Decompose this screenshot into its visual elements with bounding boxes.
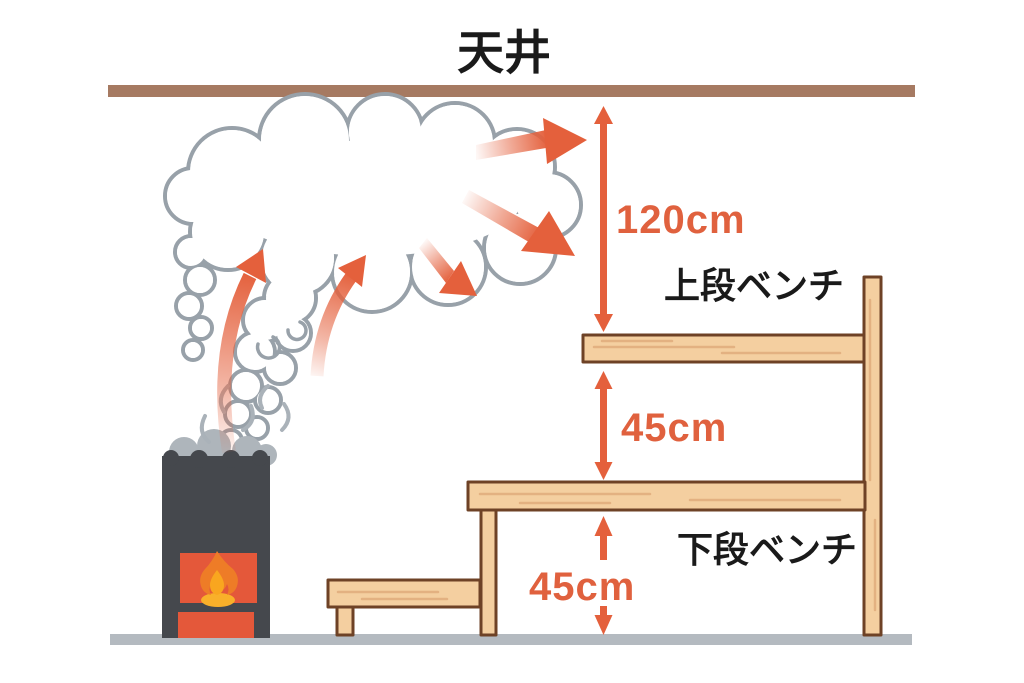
sauna-stove-icon: [162, 384, 291, 638]
step-bench-leg: [335, 605, 355, 637]
measurement-45cm-upper: 45cm: [621, 406, 727, 450]
fire-glow: [201, 593, 235, 607]
bench-back-post: [862, 275, 883, 637]
heat-flow-arrow-down-right: [462, 190, 575, 256]
stove-body: [162, 456, 270, 638]
flame-inner: [210, 570, 224, 595]
ash-drawer: [178, 612, 254, 638]
heat-flow-arrow-rising-right: [310, 255, 366, 377]
bench-structure: [326, 275, 883, 637]
heat-flow-arrow-rising-left: [217, 249, 266, 454]
lower-bench-leg: [479, 508, 498, 637]
heat-flow-arrow-right: [476, 118, 587, 164]
ceiling-line: [108, 85, 915, 97]
upper-bench-label: 上段ベンチ: [664, 265, 844, 306]
floor-line: [110, 634, 912, 645]
lower-bench-label: 下段ベンチ: [677, 529, 857, 570]
cloud-curl-detail: [255, 320, 308, 360]
dimension-arrow-120cm: [594, 106, 613, 332]
measurement-45cm-lower: 45cm: [529, 565, 635, 609]
dimension-arrow-45cm-lower: [594, 516, 613, 635]
lower-bench-plank: [466, 480, 867, 512]
measurement-120cm: 120cm: [616, 198, 746, 242]
stove-top-scallops: [163, 450, 268, 468]
wood-grain-lines: [336, 298, 877, 612]
upper-bench-plank: [581, 333, 866, 364]
dimension-arrow-45cm-upper: [594, 371, 613, 480]
step-bench-plank: [326, 578, 482, 609]
ceiling-label: 天井: [457, 26, 551, 79]
heat-flow-arrow-down: [419, 238, 477, 296]
